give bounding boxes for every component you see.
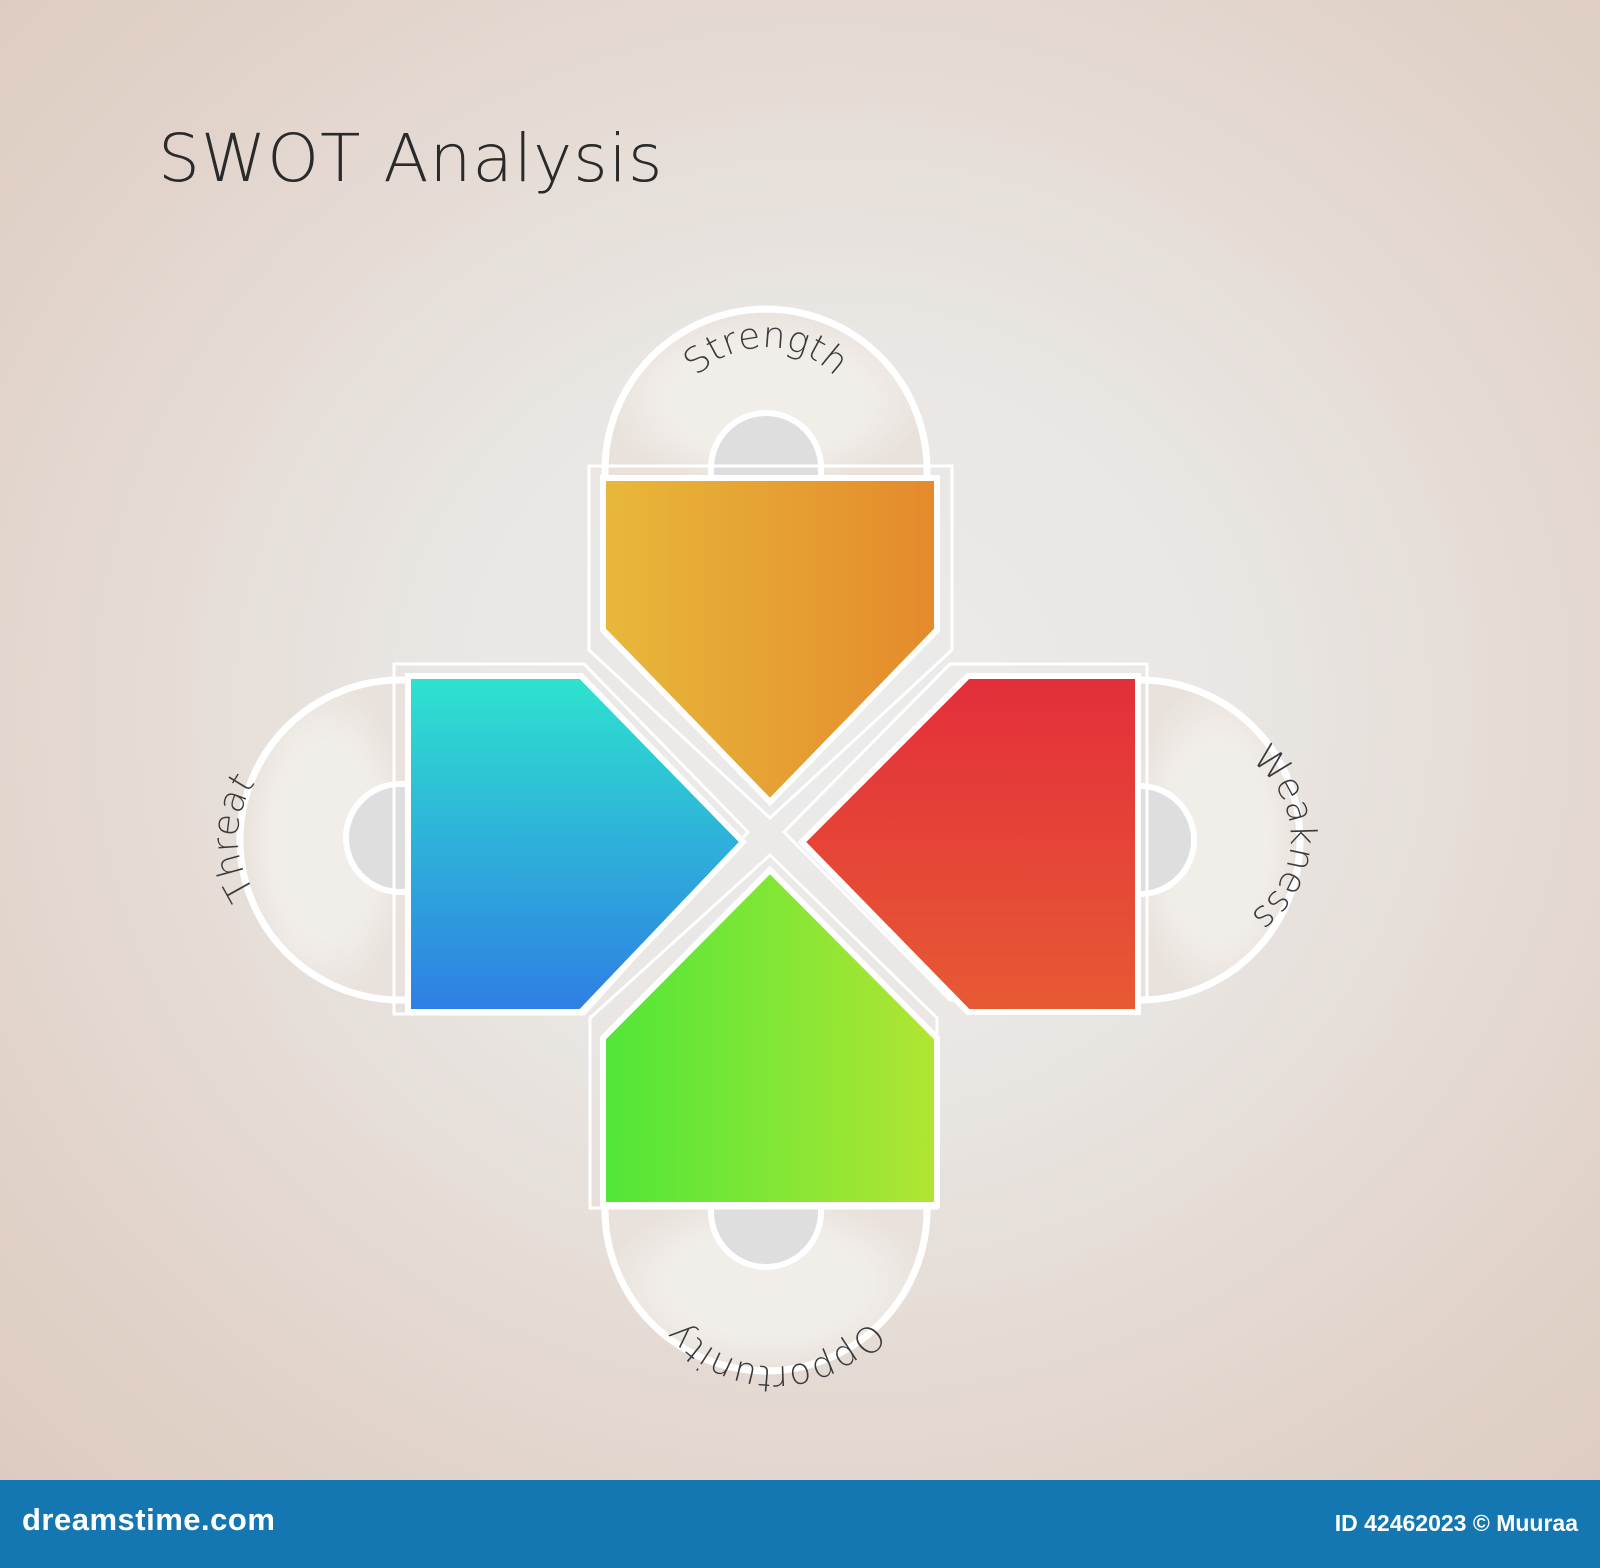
strength-panel <box>600 475 940 807</box>
threat-tab <box>236 676 414 1004</box>
weakness-panel <box>797 673 1141 1015</box>
opportunity-tab <box>601 1191 931 1375</box>
image-credit: ID 42462023 © Muuraa <box>1334 1510 1578 1536</box>
opportunity-panel <box>600 865 940 1208</box>
footer-bar: dreamstime.com ID 42462023 © Muuraa <box>0 1480 1600 1568</box>
page-title: SWOT Analysis <box>158 120 664 197</box>
swot-diagram: Strength Weakness Opportunity Threat <box>205 309 1323 1399</box>
threat-panel <box>405 673 748 1015</box>
site-name[interactable]: dreamstime.com <box>22 1502 276 1537</box>
weakness-tab <box>1126 676 1304 1004</box>
diagram-canvas: Strength Weakness Opportunity Threat SWO… <box>0 0 1600 1480</box>
